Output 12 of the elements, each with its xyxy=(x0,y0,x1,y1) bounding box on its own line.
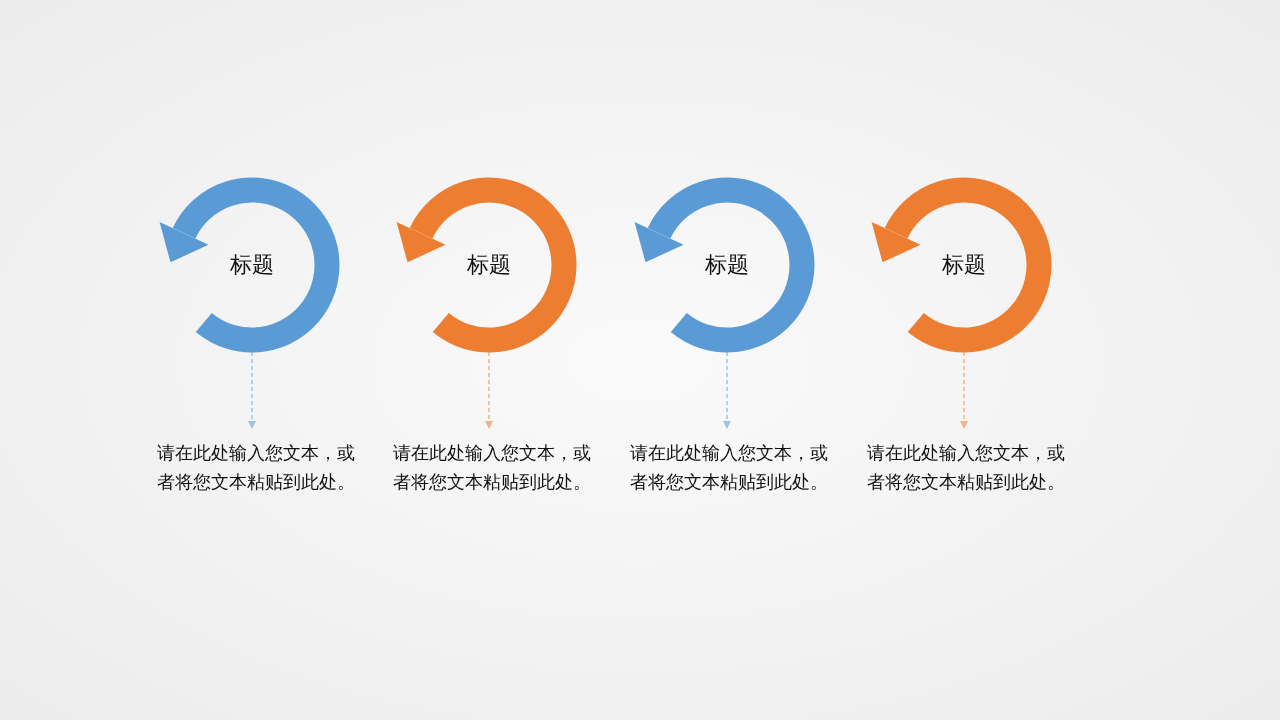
arrow xyxy=(248,351,256,429)
node-title: 标题 xyxy=(941,251,987,279)
node-title: 标题 xyxy=(704,251,750,279)
description-text: 请在此处输入您文本，或者将您文本粘贴到此处。 xyxy=(867,438,1067,496)
node-title: 标题 xyxy=(466,251,512,279)
arrow xyxy=(485,351,493,429)
description-text: 请在此处输入您文本，或者将您文本粘贴到此处。 xyxy=(630,438,830,496)
description-text: 请在此处输入您文本，或者将您文本粘贴到此处。 xyxy=(157,438,357,496)
arrow xyxy=(723,351,731,429)
arrow xyxy=(960,351,968,429)
node-title: 标题 xyxy=(229,251,275,279)
description-text: 请在此处输入您文本，或者将您文本粘贴到此处。 xyxy=(393,438,593,496)
